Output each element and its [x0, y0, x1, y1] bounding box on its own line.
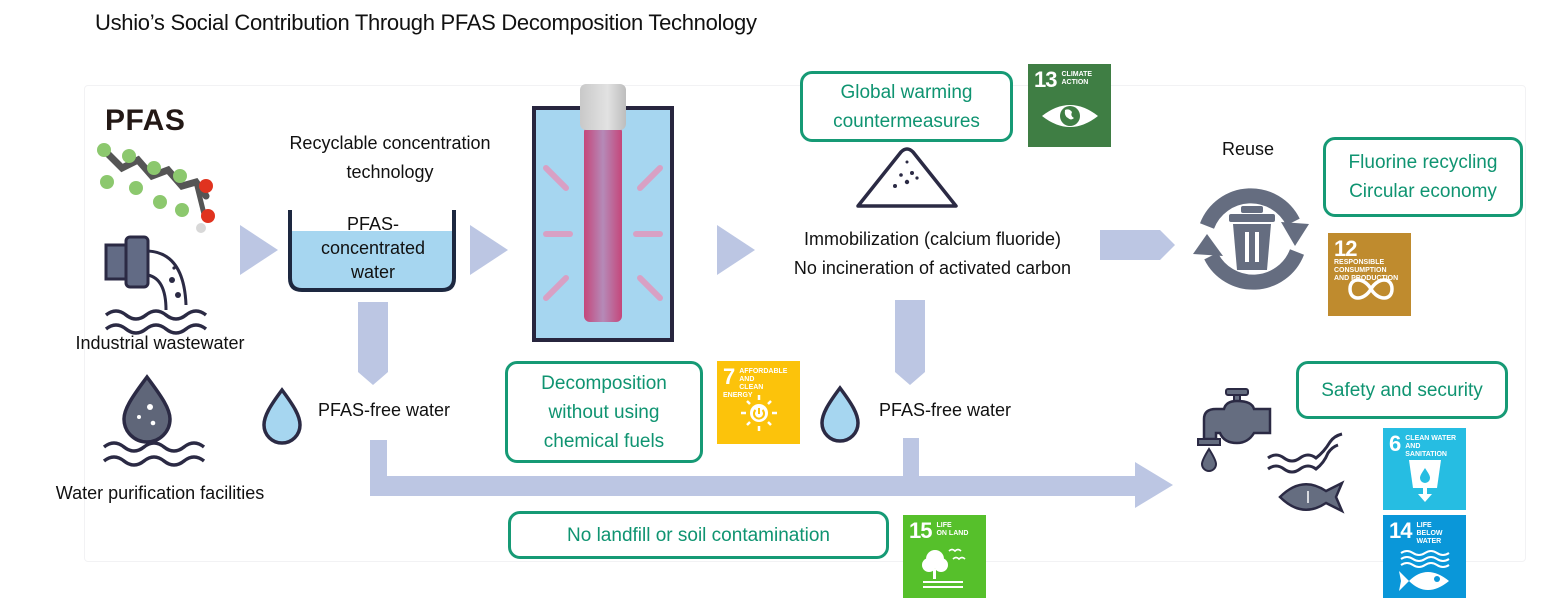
sdg6-line1: Clean Water — [1405, 435, 1457, 442]
immobilization-line1: Immobilization (calcium fluoride) — [803, 229, 1062, 249]
tank-label-line2: concentrated — [320, 238, 426, 258]
tank-label-line1: PFAS- — [346, 214, 399, 234]
sdg14-line2: Below Water — [1416, 530, 1443, 545]
sdg7-line2: Clean Energy — [723, 384, 764, 399]
decomposition-benefit-line2: without using — [548, 401, 660, 423]
sdg12-line3: and Production — [1334, 275, 1399, 282]
pfas-free-drop-icon-2 — [820, 385, 860, 443]
reuse-label: Reuse — [1222, 139, 1275, 159]
tank-label-line3: water — [350, 262, 395, 282]
pfas-heading: PFAS — [105, 104, 186, 137]
arrow-right-4 — [1100, 230, 1175, 260]
waves-fish-icon — [1399, 550, 1450, 591]
uv-lamp-reactor-icon — [532, 84, 674, 342]
safety-security-benefit-box: Safety and security — [1296, 361, 1508, 419]
sdg15-badge: 15 LifeOn Land — [903, 515, 986, 598]
pfas-free-water-label-2: PFAS-free water — [879, 400, 1012, 420]
decomposition-benefit-box: Decomposition without using chemical fue… — [505, 361, 703, 463]
calcium-fluoride-pile-icon — [856, 147, 958, 208]
decomposition-benefit-line3: chemical fuels — [543, 430, 665, 452]
sdg7-badge: 7 Affordable andClean Energy — [717, 361, 800, 444]
sdg6-number: 6 — [1389, 431, 1401, 456]
sdg12-line1: Responsible — [1334, 259, 1385, 266]
sun-power-icon — [741, 395, 777, 431]
sdg14-line1: Life — [1416, 522, 1432, 529]
recycle-bin-icon — [1193, 188, 1309, 290]
sdg14-badge: 14 LifeBelow Water — [1383, 515, 1466, 598]
sdg15-line1: Life — [936, 522, 952, 529]
decomposition-benefit-line1: Decomposition — [541, 372, 667, 394]
arrow-right-2 — [470, 225, 508, 275]
wastewater-pipe-icon — [104, 235, 208, 335]
sdg12-badge: 12 ResponsibleConsumptionand Production — [1328, 233, 1411, 316]
eye-globe-icon — [1042, 105, 1098, 127]
pfas-free-water-label-1: PFAS-free water — [318, 400, 451, 420]
sdg14-number: 14 — [1389, 518, 1413, 543]
arrow-down-1 — [358, 302, 388, 385]
faucet-river-fish-icon — [1197, 388, 1345, 514]
purification-drop-icon — [102, 374, 206, 467]
sdg6-badge: 6 Clean Waterand Sanitation — [1383, 428, 1466, 510]
tree-birds-icon — [922, 548, 966, 588]
water-glass-icon — [1409, 460, 1441, 502]
global-warming-line1: Global warming — [840, 81, 973, 103]
sdg7-line1: Affordable and — [739, 368, 788, 383]
pfas-molecule-icon — [97, 143, 215, 233]
fluorine-recycling-line1: Fluorine recycling — [1348, 152, 1498, 173]
industrial-wastewater-label: Industrial wastewater — [75, 333, 245, 353]
immobilization-text: Immobilization (calcium fluoride) No inc… — [760, 225, 1105, 283]
water-purification-label: Water purification facilities — [55, 483, 265, 503]
sdg15-line2: On Land — [936, 530, 969, 537]
fluorine-recycling-benefit-box: Fluorine recycling Circular economy — [1323, 137, 1523, 217]
arrow-right-3 — [717, 225, 755, 275]
sdg12-number: 12 — [1334, 236, 1358, 261]
arrow-down-2 — [895, 300, 925, 385]
immobilization-line2: No incineration of activated carbon — [793, 258, 1072, 278]
pfas-free-drop-icon-1 — [262, 387, 302, 445]
concentration-tank-icon — [288, 210, 456, 292]
infinity-icon — [1348, 278, 1394, 300]
sdg6-line2: and Sanitation — [1405, 443, 1447, 458]
sdg13-line2: Action — [1061, 79, 1089, 86]
arrow-main-bottom — [370, 462, 1173, 508]
sdg15-number: 15 — [909, 518, 933, 543]
concentration-heading: Recyclable concentration technology — [240, 129, 540, 187]
sdg13-line1: Climate — [1061, 71, 1093, 78]
concentration-heading-line2: technology — [346, 162, 434, 182]
concentration-heading-line1: Recyclable concentration — [289, 133, 491, 153]
global-warming-benefit-box: Global warming countermeasures — [800, 71, 1013, 142]
arrow-right-1 — [240, 225, 278, 275]
sdg13-badge: 13 ClimateAction — [1028, 64, 1111, 147]
global-warming-line2: countermeasures — [833, 110, 980, 132]
sdg12-line2: Consumption — [1334, 267, 1387, 274]
landfill-benefit-box: No landfill or soil contamination — [508, 511, 889, 559]
page-title: Ushio’s Social Contribution Through PFAS… — [95, 10, 757, 35]
sdg7-number: 7 — [723, 364, 735, 389]
sdg13-number: 13 — [1034, 67, 1058, 92]
tank-label: PFAS- concentrated water — [288, 212, 458, 284]
fluorine-recycling-line2: Circular economy — [1349, 181, 1497, 202]
